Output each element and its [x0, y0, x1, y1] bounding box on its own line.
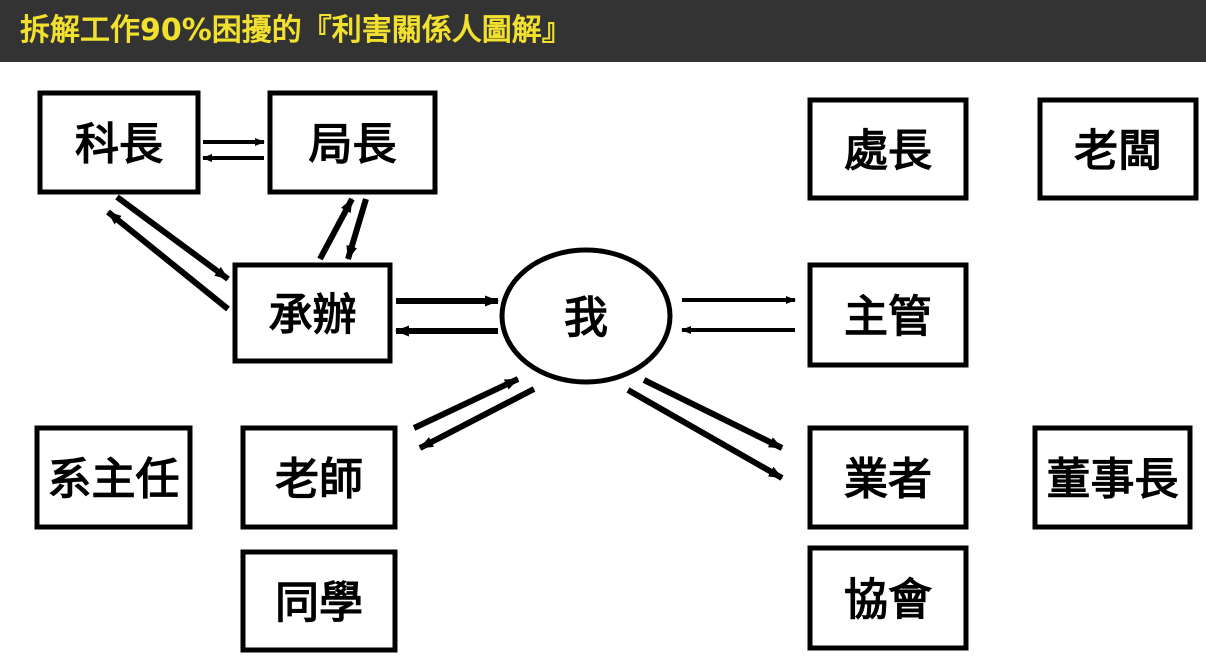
node-shape-chuzhang: [807, 97, 969, 201]
node-shape-wo: [499, 247, 673, 385]
stakeholder-diagram: 科長局長 處長老闆承辦 我 主管系主任老師 業者董事長同學 協會: [34, 90, 1199, 653]
node-laoshi[interactable]: 老師: [240, 425, 398, 530]
node-xizhuren[interactable]: 系主任: [34, 425, 193, 530]
node-shape-xizhuren: [34, 425, 193, 530]
node-laoban[interactable]: 老闆: [1037, 97, 1199, 201]
node-shape-laoban: [1037, 97, 1199, 201]
node-tongxue[interactable]: 同學: [240, 549, 398, 653]
node-chengban[interactable]: 承辦: [232, 262, 393, 364]
node-shape-chengban: [232, 262, 393, 364]
edge-keqang-to-chengban: [115, 194, 230, 282]
title-bar: 拆解工作90%困擾的『利害關係人圖解』: [0, 0, 1206, 62]
node-xiehui[interactable]: 協會: [807, 545, 969, 651]
node-shape-keqang: [37, 90, 201, 195]
node-shape-yezhe: [807, 425, 969, 530]
edge-juzhang-to-chengban: [345, 198, 369, 260]
edge-layer: [106, 138, 796, 481]
node-wo[interactable]: 我: [499, 247, 673, 385]
node-shape-xiehui: [807, 545, 969, 651]
node-juzhang[interactable]: 局長: [267, 90, 438, 195]
page-title: 拆解工作90%困擾的『利害關係人圖解』: [20, 13, 572, 48]
node-shape-tongxue: [240, 549, 398, 653]
node-yezhe[interactable]: 業者: [807, 425, 969, 530]
node-shape-dongshi: [1032, 425, 1193, 530]
node-keqang[interactable]: 科長: [37, 90, 201, 195]
edge-wo-to-yezhe: [642, 377, 784, 451]
node-shape-juzhang: [267, 90, 438, 195]
node-zhuguan[interactable]: 主管: [807, 262, 969, 368]
edge-laoshi-to-wo: [412, 376, 520, 431]
node-shape-laoshi: [240, 425, 398, 530]
node-shape-zhuguan: [807, 262, 969, 368]
edge-wo-to-laoshi: [418, 386, 536, 451]
edge-chengban-to-keqang: [106, 209, 230, 312]
node-chuzhang[interactable]: 處長: [807, 97, 969, 201]
edge-chengban-to-juzhang: [317, 197, 355, 261]
node-layer: 科長局長 處長老闆承辦 我 主管系主任老師 業者董事長同學 協會: [34, 90, 1199, 653]
node-dongshi[interactable]: 董事長: [1032, 425, 1193, 530]
edge-wo-to-xiehui: [626, 387, 784, 481]
